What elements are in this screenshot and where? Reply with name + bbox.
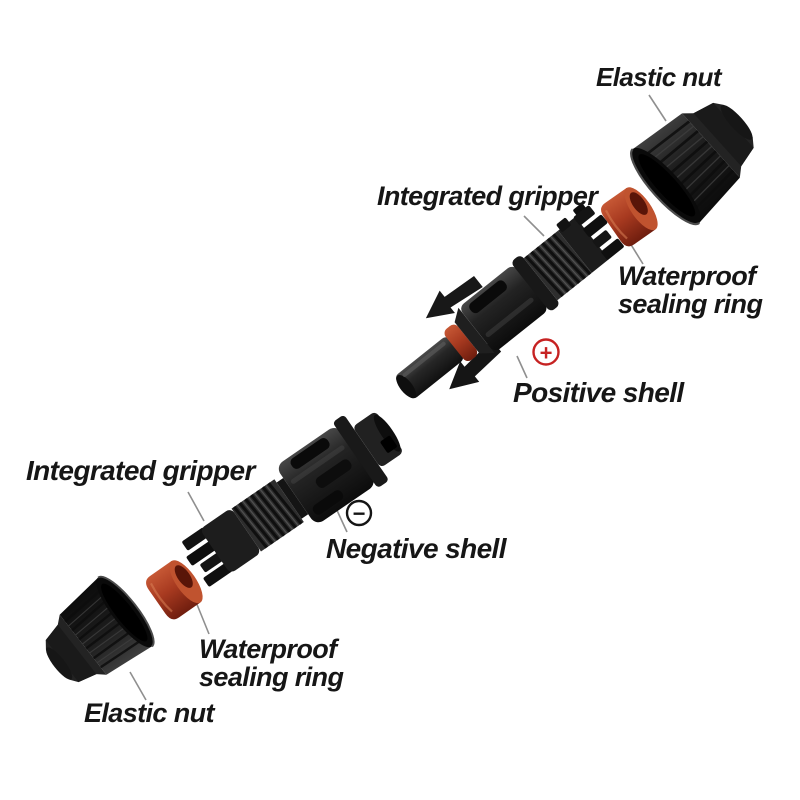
label-positive-shell: Positive shell [513, 377, 684, 408]
label-negative-shell: Negative shell [326, 533, 507, 564]
leader-integrated-gripper-top [523, 215, 545, 237]
plus-sign: + [540, 341, 553, 366]
label-waterproof-bottom-line1: Waterproof [199, 634, 337, 664]
waterproof-sealing-ring-bottom-illustration [141, 554, 210, 624]
positive-pin [396, 337, 464, 399]
label-integrated-gripper-left: Integrated gripper [26, 455, 255, 486]
negative-threads [231, 479, 304, 552]
leader-integrated-gripper-left [187, 491, 205, 522]
negative-gripper-crown [182, 510, 260, 587]
leader-positive-shell [516, 355, 528, 379]
positive-circle [532, 338, 560, 366]
leader-waterproof-top [629, 242, 644, 265]
positive-shell-body [454, 256, 559, 354]
label-integrated-gripper-top: Integrated gripper [377, 181, 598, 211]
label-waterproof-top-line2: sealing ring [618, 288, 763, 319]
label-waterproof-sealing-ring-top: Waterproof sealing ring [618, 261, 763, 319]
elastic-nut-bottom-illustration [26, 568, 163, 703]
negative-polarity-icon: − [345, 499, 373, 527]
label-elastic-nut-bottom: Elastic nut [84, 698, 215, 728]
leader-elastic-nut-bottom [129, 671, 147, 701]
leader-elastic-nut-top [648, 94, 667, 122]
negative-circle [345, 499, 373, 527]
positive-connector-illustration [396, 203, 624, 399]
negative-shell-body [276, 412, 402, 523]
positive-gripper-crown [556, 203, 624, 273]
negative-connector-illustration [182, 412, 402, 587]
label-waterproof-bottom-line2: sealing ring [199, 661, 344, 692]
minus-sign: − [353, 501, 366, 526]
positive-threads [523, 230, 592, 301]
leader-waterproof-bottom [195, 601, 210, 635]
positive-polarity-icon: + [532, 338, 560, 366]
label-waterproof-sealing-ring-bottom: Waterproof sealing ring [199, 634, 344, 692]
positive-oring [444, 324, 478, 362]
label-waterproof-top-line1: Waterproof [618, 261, 756, 291]
label-elastic-nut-top: Elastic nut [596, 62, 721, 92]
